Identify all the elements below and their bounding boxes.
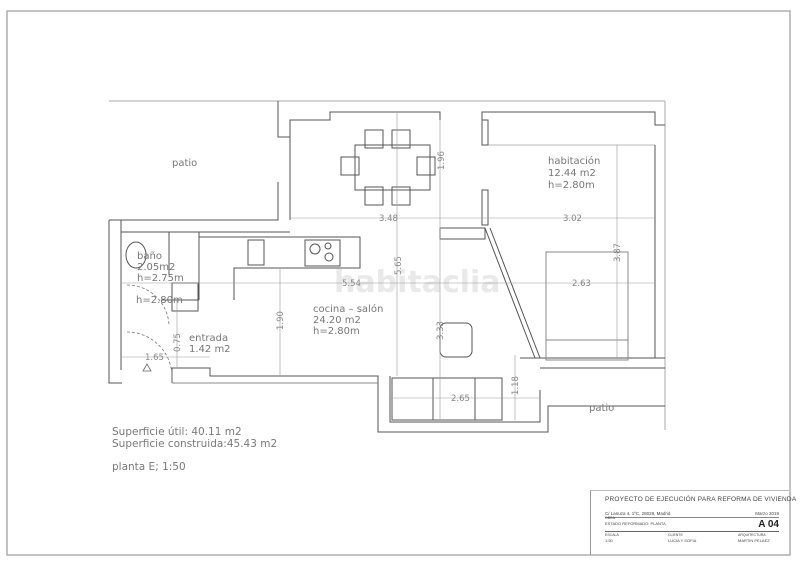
watermark: habitaclia bbox=[334, 265, 501, 300]
room-height-cocina-salon: h=2.80m bbox=[313, 326, 360, 337]
plan-name: ESTADO REFORMADO: PLANTA bbox=[605, 521, 666, 526]
room-height-bano: h=2.75m bbox=[137, 273, 184, 284]
dim-3-48: 3.48 bbox=[379, 214, 398, 224]
room-label-habitacion: habitación bbox=[548, 155, 600, 167]
dim-2-63: 2.63 bbox=[572, 279, 591, 289]
room-height-pasillo: h=2.80m bbox=[136, 295, 183, 306]
room-label-bano: baño bbox=[137, 251, 162, 262]
room-label-patio-nw: patio bbox=[172, 158, 197, 169]
sheet-frame bbox=[6, 10, 791, 556]
dim-3-33: 3.33 bbox=[436, 321, 446, 340]
room-label-entrada: entrada bbox=[189, 333, 228, 344]
divider bbox=[605, 517, 779, 518]
room-label-patio-se: patio bbox=[589, 403, 614, 414]
title-block: PROYECTO DE EJECUCIÓN PARA REFORMA DE VI… bbox=[595, 492, 796, 554]
architect-header: ARQUITECTURA bbox=[738, 533, 766, 537]
room-area-cocina-salon: 24.20 m2 bbox=[313, 315, 361, 326]
divider bbox=[605, 531, 779, 532]
dimension-lines bbox=[121, 112, 655, 420]
dim-1-96: 1.96 bbox=[437, 151, 447, 170]
built-surface: Superficie construida:45.43 m2 bbox=[112, 438, 277, 450]
dim-3-02: 3.02 bbox=[563, 214, 582, 224]
dim-5-65: 5.65 bbox=[394, 256, 404, 275]
room-label-cocina-salon: cocina – salón bbox=[313, 303, 383, 315]
dim-2-65: 2.65 bbox=[451, 394, 470, 404]
useful-surface: Superficie útil: 40.11 m2 bbox=[112, 426, 242, 438]
dim-3-87: 3.87 bbox=[613, 243, 623, 262]
project-address: C/ Lanuza 4, 1ºC, 28028, Madrid bbox=[605, 511, 671, 516]
room-area-habitacion: 12.44 m2 bbox=[548, 168, 596, 179]
client-header: CLIENTE bbox=[668, 533, 683, 537]
room-area-entrada: 1.42 m2 bbox=[189, 344, 231, 355]
floor-scale: planta E; 1:50 bbox=[112, 461, 186, 473]
room-area-bano: 2.05m2 bbox=[137, 262, 175, 273]
entrance-triangle-icon bbox=[142, 363, 152, 372]
walls bbox=[108, 100, 666, 433]
dim-0-75: 0.75 bbox=[173, 333, 183, 352]
dim-1-90: 1.90 bbox=[276, 311, 286, 330]
dim-5-54: 5.54 bbox=[342, 279, 361, 289]
architect-value: MARTIN PELAEZ bbox=[738, 538, 770, 543]
title-block-frame bbox=[590, 490, 789, 555]
sheet-number: A 04 bbox=[758, 519, 779, 530]
project-date: Marzo 2019 bbox=[755, 511, 779, 516]
room-height-habitacion: h=2.80m bbox=[548, 180, 595, 191]
project-title: PROYECTO DE EJECUCIÓN PARA REFORMA DE VI… bbox=[605, 496, 797, 503]
client-value: LUCIA Y SOFIA bbox=[668, 538, 697, 543]
obra-label: OBRA bbox=[605, 516, 615, 520]
door-swings bbox=[126, 284, 173, 379]
scale-value: 1:50 bbox=[605, 538, 613, 543]
dim-1-18: 1.18 bbox=[511, 376, 521, 395]
dim-1-65: 1.65 bbox=[145, 353, 164, 363]
scale-header: ESCALA bbox=[605, 533, 619, 537]
